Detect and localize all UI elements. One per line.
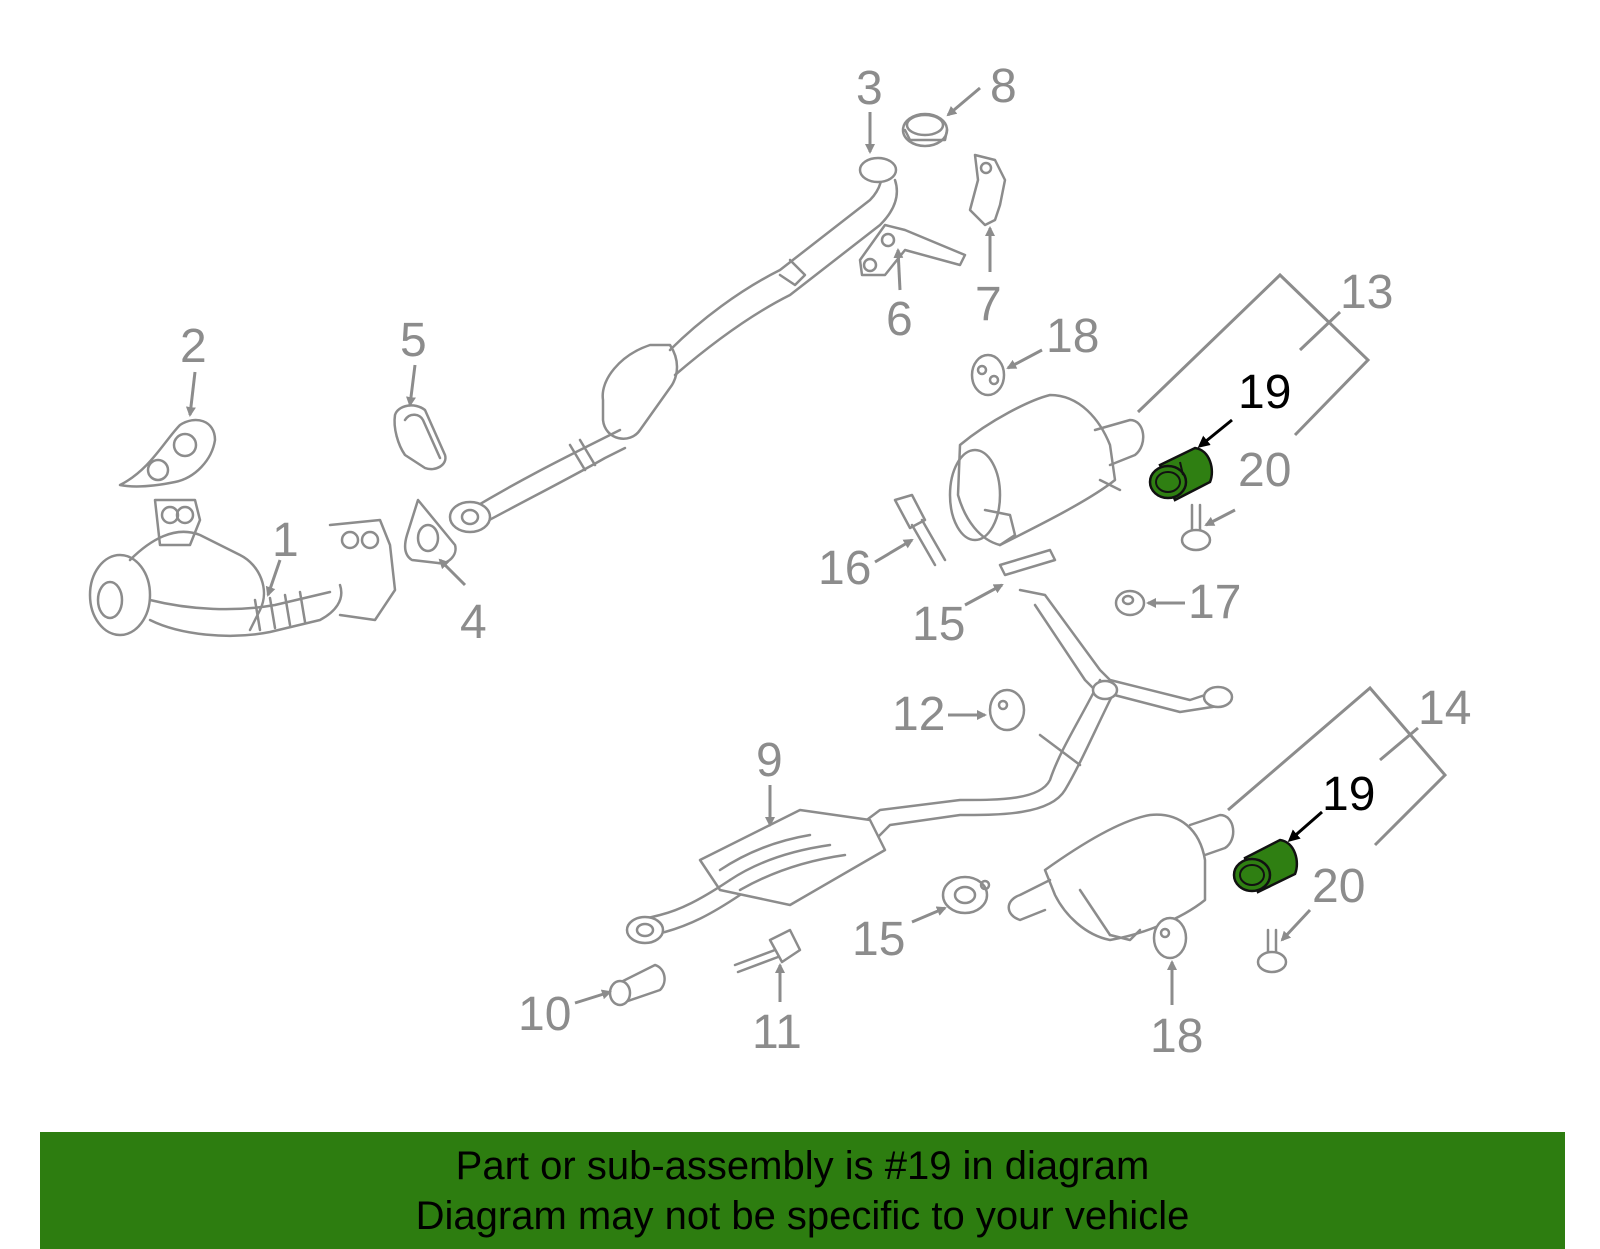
part-19-tail-tip-upper: [1148, 446, 1214, 502]
part-1-exhaust-manifold: [88, 498, 397, 638]
callout-18-upper[interactable]: 18: [1046, 310, 1099, 363]
part-19-tail-tip-lower: [1232, 838, 1299, 894]
callout-20-lower[interactable]: 20: [1312, 860, 1365, 913]
part-2-heat-shield: [118, 418, 217, 488]
callout-7[interactable]: 7: [975, 278, 1002, 331]
callout-2[interactable]: 2: [180, 320, 207, 373]
callout-1[interactable]: 1: [272, 514, 299, 567]
part-14-muffler-lower: [1007, 813, 1235, 942]
callout-16[interactable]: 16: [818, 542, 871, 595]
callout-12[interactable]: 12: [892, 688, 945, 741]
group-bracket-14: [1227, 685, 1448, 847]
callout-6[interactable]: 6: [886, 293, 913, 346]
part-17-nut: [1114, 589, 1146, 617]
part-8-gasket-ring: [901, 112, 949, 148]
part-12-hanger: [988, 688, 1026, 732]
callout-19-lower[interactable]: 19: [1322, 768, 1375, 821]
part-15-gasket-lower: [941, 875, 991, 915]
callout-13[interactable]: 13: [1340, 266, 1393, 319]
part-18-hanger-lower: [1152, 916, 1188, 960]
part-20-bolt-upper: [1180, 503, 1212, 552]
callout-15-upper[interactable]: 15: [912, 598, 965, 651]
callout-18-lower[interactable]: 18: [1150, 1010, 1203, 1063]
callout-15-lower[interactable]: 15: [852, 913, 905, 966]
part-4-gasket: [403, 498, 457, 565]
info-banner: Part or sub-assembly is #19 in diagram D…: [40, 1132, 1565, 1249]
callout-19-upper[interactable]: 19: [1238, 366, 1291, 419]
part-6-bracket: [858, 223, 967, 277]
callout-8[interactable]: 8: [990, 60, 1017, 113]
part-13-muffler-upper: [948, 393, 1145, 547]
callout-10[interactable]: 10: [518, 988, 571, 1041]
callout-20-upper[interactable]: 20: [1238, 444, 1291, 497]
callout-14[interactable]: 14: [1418, 682, 1471, 735]
part-10-sleeve: [608, 963, 666, 1007]
part-7-bracket: [968, 153, 1007, 227]
part-15-gasket-upper: [998, 548, 1057, 577]
part-3-front-pipe: [448, 156, 899, 534]
callout-4[interactable]: 4: [460, 596, 487, 649]
center-y-pipe: [858, 588, 1234, 842]
callout-labels: 1 2 3 4 5 6 7 8 9 10 11 12 13 14 15 15 1…: [180, 60, 1471, 1063]
leader-arrows: [185, 86, 1323, 1005]
part-11-bolt: [733, 928, 802, 974]
part-20-bolt-lower: [1256, 928, 1288, 974]
banner-part-line: Part or sub-assembly is #19 in diagram: [455, 1143, 1150, 1188]
callout-17[interactable]: 17: [1188, 576, 1241, 629]
part-18-hanger-upper: [970, 353, 1006, 397]
exhaust-system-diagram: 1 2 3 4 5 6 7 8 9 10 11 12 13 14 15 15 1…: [88, 60, 1471, 1063]
part-9-center-muffler: [625, 808, 887, 945]
banner-disclaimer-line: Diagram may not be specific to your vehi…: [415, 1193, 1190, 1238]
callout-11[interactable]: 11: [752, 1006, 802, 1059]
part-16-bolt: [893, 493, 947, 567]
callout-5[interactable]: 5: [400, 314, 427, 367]
group-bracket-13: [1136, 272, 1371, 437]
callout-9[interactable]: 9: [756, 734, 783, 787]
callout-3[interactable]: 3: [856, 62, 883, 115]
part-5-clamp: [393, 404, 447, 471]
